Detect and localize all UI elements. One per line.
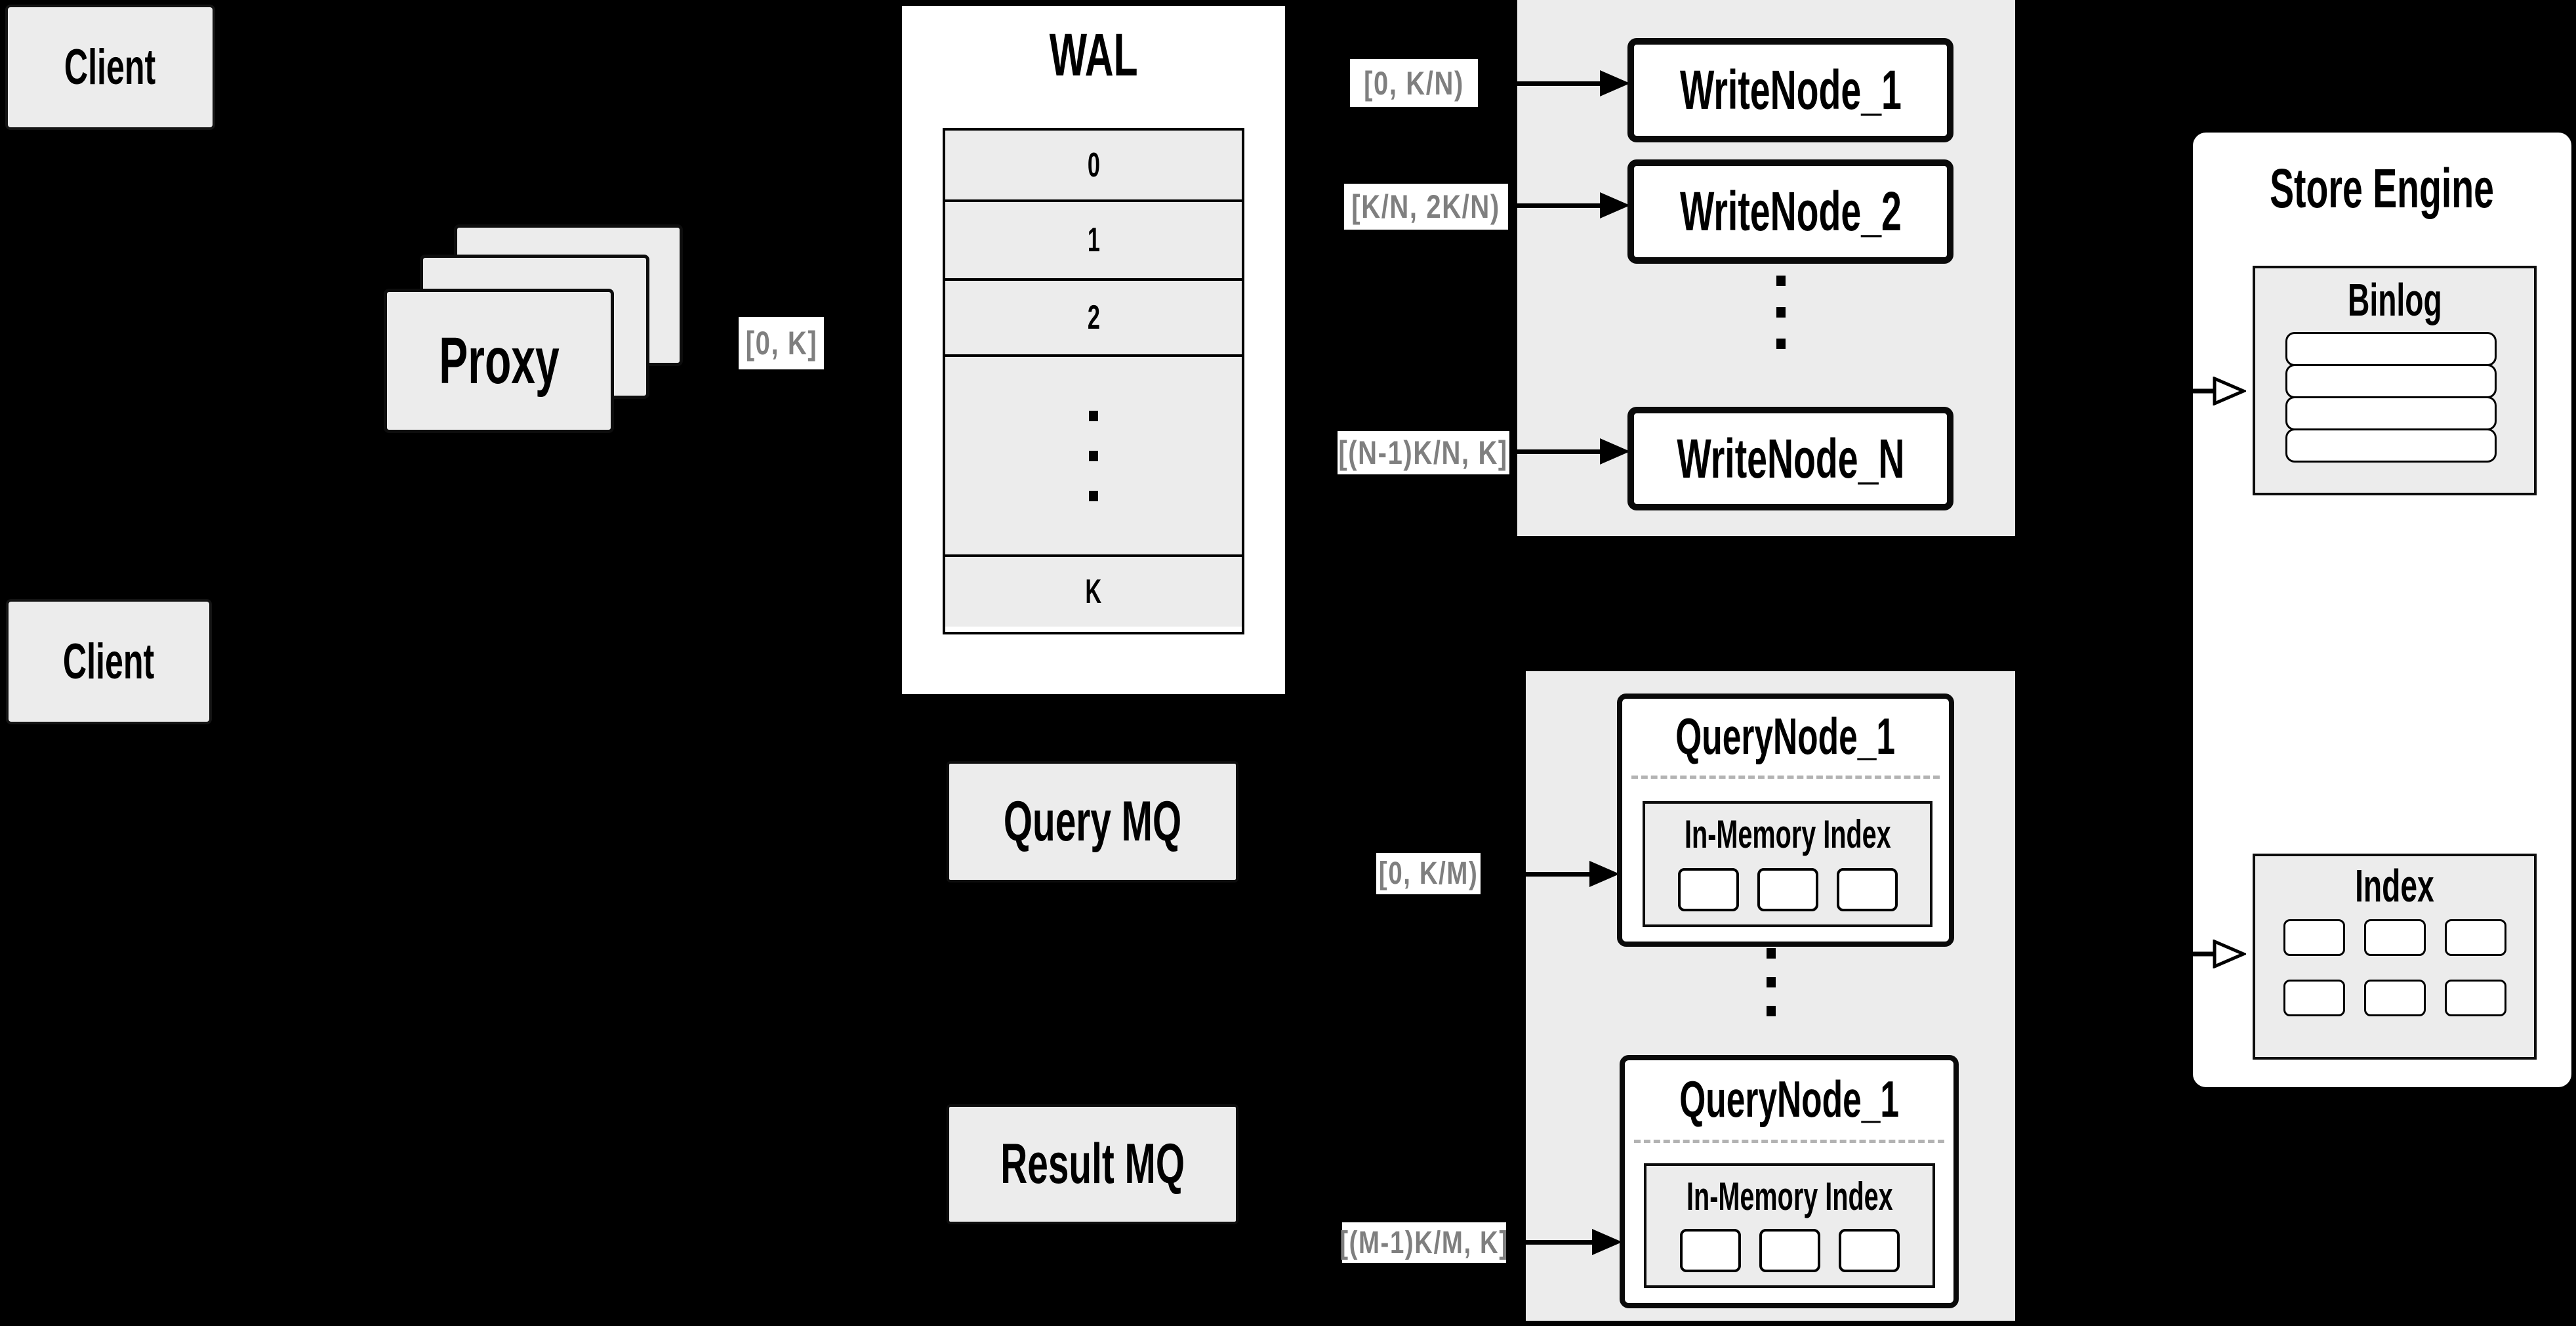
query-range-label-2: [(M-1)K/M, K] [1339, 1222, 1507, 1263]
arrow-to-index [2186, 940, 2246, 968]
arrow-to-querynode-2 [1506, 1229, 1622, 1255]
index-cell [2363, 919, 2426, 956]
index-cell [2363, 980, 2426, 1016]
segment-cell [1759, 1229, 1820, 1272]
arrowhead-icon [1592, 1229, 1622, 1255]
index-cells-row-2 [2255, 980, 2534, 1016]
proxy-box: Proxy [384, 289, 614, 433]
index-cell [2283, 919, 2345, 956]
index-cell [2283, 980, 2345, 1016]
arrow-to-writenode-n [1509, 438, 1630, 465]
arrow-to-binlog [2186, 377, 2246, 405]
index-title-row: Index [2355, 860, 2434, 911]
result-mq-box: Result MQ [947, 1104, 1238, 1224]
client-top-label: Client [64, 39, 156, 95]
arrow-to-writenode-2 [1508, 192, 1630, 218]
binlog-title-row: Binlog [2347, 274, 2442, 325]
querynode-box-1: QueryNode_1 In-Memory Index [1617, 694, 1954, 947]
binlog-row [2285, 396, 2497, 430]
wal-table: 0 1 2 K [943, 128, 1244, 634]
in-memory-index-box-2: In-Memory Index [1644, 1163, 1935, 1288]
writenode-2-box: WriteNode_2 [1627, 159, 1953, 264]
query-mq-box: Query MQ [947, 761, 1238, 882]
index-cells-row-1 [2255, 919, 2534, 956]
querynode-box-2: QueryNode_1 In-Memory Index [1620, 1055, 1959, 1308]
index-cell [2444, 919, 2506, 956]
querynode-2-title-row: QueryNode_1 [1679, 1070, 1899, 1128]
query-range-label-1: [0, K/M) [1376, 853, 1481, 894]
segment-cell [1677, 868, 1739, 911]
wal-row-0: 0 [945, 131, 1242, 202]
binlog-row [2285, 428, 2497, 463]
wal-ellipsis-dots [1089, 410, 1098, 501]
wal-row-ellipsis [945, 357, 1242, 557]
querynode-1-divider [1631, 776, 1940, 779]
binlog-rows [2285, 332, 2497, 463]
write-range-label-3: [(N-1)K/N, K] [1338, 431, 1509, 474]
proxy-range-label: [0, K] [739, 317, 824, 369]
binlog-box: Binlog [2253, 266, 2537, 495]
arrowhead-icon [1600, 70, 1630, 96]
client-bottom-label: Client [63, 634, 155, 690]
wal-row-2: 2 [945, 281, 1242, 357]
arrowhead-icon [1600, 192, 1630, 218]
write-range-label-2: [K/N, 2K/N) [1344, 184, 1508, 230]
client-box-top: Client [5, 5, 215, 130]
binlog-row [2285, 364, 2497, 398]
write-group-ellipsis-dots [1776, 276, 1786, 349]
segment-cell [1679, 1229, 1741, 1272]
write-range-label-1: [0, K/N) [1350, 59, 1478, 107]
proxy-label: Proxy [438, 323, 560, 398]
binlog-row [2285, 332, 2497, 366]
arrowhead-icon [1600, 438, 1630, 465]
segment-cell [1838, 1229, 1900, 1272]
wal-box: WAL 0 1 2 K [899, 3, 1288, 697]
arrow-to-writenode-1 [1478, 70, 1630, 96]
segment-cell [1836, 868, 1898, 911]
wal-title: WAL [1049, 21, 1138, 89]
wal-row-1: 1 [945, 202, 1242, 281]
in-memory-index-2-segments [1646, 1229, 1932, 1272]
wal-row-k: K [945, 557, 1242, 627]
writenode-1-box: WriteNode_1 [1627, 38, 1953, 142]
client-box-bottom: Client [6, 599, 212, 724]
arrowhead-icon [1589, 861, 1620, 887]
store-engine-title-row: Store Engine [2270, 157, 2495, 219]
in-memory-index-1-segments [1645, 868, 1930, 911]
querynode-2-divider [1634, 1140, 1944, 1143]
in-memory-index-box-1: In-Memory Index [1643, 801, 1932, 927]
querynode-1-title-row: QueryNode_1 [1675, 707, 1896, 765]
writenode-n-box: WriteNode_N [1627, 407, 1953, 510]
open-arrowhead-icon [2213, 940, 2246, 968]
segment-cell [1757, 868, 1818, 911]
open-arrowhead-icon [2213, 377, 2246, 405]
query-group-ellipsis-dots [1767, 948, 1776, 1016]
arrow-to-querynode-1 [1481, 861, 1620, 887]
in-memory-index-2-title-row: In-Memory Index [1686, 1174, 1893, 1218]
store-engine-box: Store Engine Binlog Index [2190, 130, 2574, 1090]
index-box: Index [2253, 854, 2537, 1060]
wal-title-row: WAL [902, 6, 1285, 104]
index-cell [2444, 980, 2506, 1016]
in-memory-index-1-title-row: In-Memory Index [1684, 812, 1891, 856]
